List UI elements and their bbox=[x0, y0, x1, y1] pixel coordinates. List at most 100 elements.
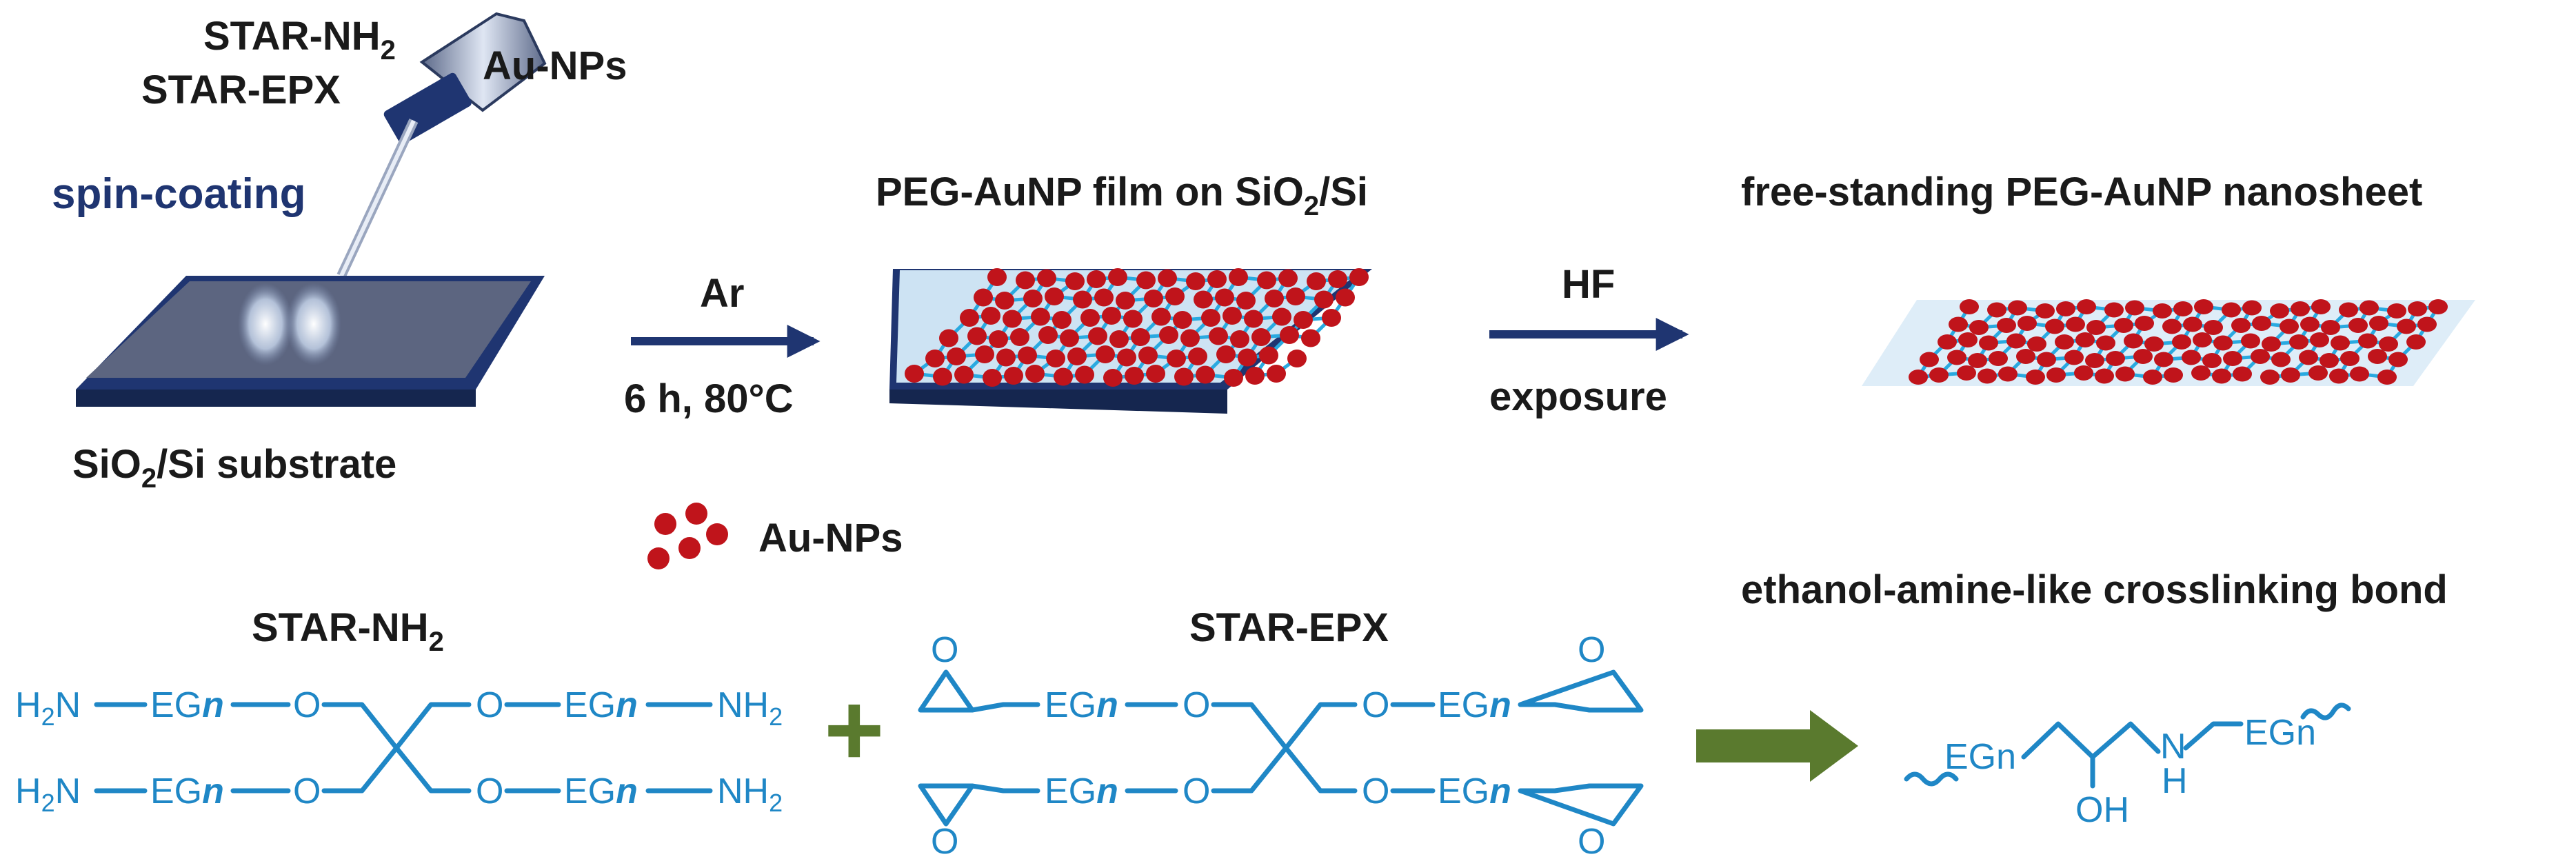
sheet-nanoparticle bbox=[2299, 350, 2318, 365]
star-epx-label: STAR-EPX bbox=[141, 68, 341, 112]
svg-text:H: H bbox=[2162, 761, 2188, 801]
sheet-nanoparticle bbox=[2388, 352, 2408, 367]
film-nanoparticle bbox=[1224, 369, 1243, 387]
svg-text:EGn: EGn bbox=[564, 771, 638, 811]
sheet-nanoparticle bbox=[2016, 349, 2035, 364]
film-nanoparticle bbox=[1286, 287, 1305, 305]
star-nh2-label: STAR-NH2 bbox=[203, 14, 396, 65]
sheet-nanoparticle bbox=[2213, 335, 2233, 351]
film-nanoparticle bbox=[995, 292, 1014, 310]
sheet-nanoparticle bbox=[2241, 333, 2260, 349]
svg-text:O: O bbox=[476, 685, 503, 725]
film-nanoparticle bbox=[1174, 367, 1194, 386]
sheet-nanoparticle bbox=[2027, 336, 2046, 352]
sheet-nanoparticle bbox=[2046, 367, 2066, 383]
svg-text:O: O bbox=[293, 685, 321, 725]
svg-text:O: O bbox=[931, 630, 958, 670]
film-nanoparticle bbox=[1229, 268, 1248, 286]
svg-text:O: O bbox=[1183, 685, 1210, 725]
sheet-nanoparticle bbox=[2124, 333, 2143, 349]
sheet-nanoparticle bbox=[1978, 368, 1997, 384]
film-nanoparticle bbox=[1173, 311, 1192, 329]
sheet-nanoparticle bbox=[2397, 319, 2416, 334]
sheet-nanoparticle bbox=[2096, 335, 2115, 351]
sheet-nanoparticle bbox=[1998, 366, 2017, 382]
film-nanoparticle bbox=[1138, 346, 1158, 365]
film-nanoparticle bbox=[1094, 288, 1114, 307]
film-nanoparticle bbox=[1123, 310, 1143, 328]
film-nanoparticle bbox=[1060, 329, 1079, 347]
sheet-nanoparticle bbox=[2310, 332, 2329, 347]
film-nanoparticle bbox=[1031, 307, 1050, 326]
sheet-nanoparticle bbox=[1997, 318, 2016, 333]
film-nanoparticle bbox=[989, 330, 1008, 348]
film-nanoparticle bbox=[1125, 367, 1144, 385]
film-label: PEG-AuNP film on SiO2/Si bbox=[876, 170, 1368, 221]
sheet-nanoparticle bbox=[2242, 300, 2262, 316]
film-nanoparticle bbox=[1238, 348, 1257, 367]
sheet-nanoparticle bbox=[2348, 318, 2368, 333]
film-nanoparticle bbox=[954, 365, 974, 384]
film-nanoparticle bbox=[1215, 288, 1234, 307]
nanosheet-label: free-standing PEG-AuNP nanosheet bbox=[1741, 170, 2422, 214]
spin-coating-label: spin-coating bbox=[52, 170, 306, 218]
sheet-nanoparticle bbox=[2086, 320, 2106, 335]
svg-text:NH2: NH2 bbox=[717, 771, 783, 817]
svg-text:O: O bbox=[293, 771, 321, 811]
sheet-nanoparticle bbox=[2251, 349, 2270, 364]
sheet-nanoparticle bbox=[2340, 351, 2359, 366]
film-nanoparticle bbox=[1272, 307, 1291, 326]
sheet-nanoparticle bbox=[2350, 366, 2369, 382]
svg-text:H2N: H2N bbox=[15, 771, 81, 817]
sheet-nanoparticle bbox=[2153, 303, 2172, 319]
sheet-nanoparticle bbox=[2311, 299, 2331, 314]
sheet-nanoparticle bbox=[2026, 370, 2045, 385]
peg-aunp-film-icon bbox=[889, 268, 1372, 414]
film-nanoparticle bbox=[1088, 327, 1107, 345]
substrate-icon bbox=[76, 276, 545, 407]
sheet-nanoparticle bbox=[2144, 336, 2164, 352]
legend-label: Au-NPs bbox=[758, 516, 903, 560]
film-nanoparticle bbox=[974, 288, 993, 307]
film-nanoparticle bbox=[1222, 307, 1242, 325]
film-nanoparticle bbox=[1037, 269, 1056, 287]
sheet-nanoparticle bbox=[2223, 351, 2242, 366]
film-nanoparticle bbox=[1103, 369, 1123, 387]
svg-text:EGn: EGn bbox=[564, 685, 638, 725]
film-nanoparticle bbox=[981, 307, 1000, 325]
sheet-nanoparticle bbox=[2369, 316, 2388, 331]
sheet-nanoparticle bbox=[2406, 334, 2426, 350]
sheet-nanoparticle bbox=[1947, 350, 1966, 365]
sheet-nanoparticle bbox=[2154, 352, 2173, 367]
sheet-nanoparticle bbox=[2387, 303, 2406, 319]
svg-text:EGn: EGn bbox=[2244, 713, 2316, 753]
sheet-nanoparticle bbox=[2262, 336, 2281, 352]
film-nanoparticle bbox=[933, 367, 952, 386]
film-nanoparticle bbox=[1073, 290, 1092, 309]
film-nanoparticle bbox=[1109, 330, 1129, 348]
svg-text:EGn: EGn bbox=[1438, 685, 1511, 725]
star-epx-title: STAR-EPX bbox=[1189, 605, 1389, 650]
sheet-nanoparticle bbox=[2417, 316, 2437, 332]
film-nanoparticle bbox=[1102, 307, 1121, 325]
sheet-nanoparticle bbox=[2104, 302, 2124, 318]
sheet-nanoparticle bbox=[2055, 334, 2074, 350]
sheet-nanoparticle bbox=[1949, 316, 1968, 332]
sheet-nanoparticle bbox=[1979, 335, 1998, 351]
film-nanoparticle bbox=[1116, 292, 1135, 310]
sheet-nanoparticle bbox=[2056, 301, 2075, 316]
film-nanoparticle bbox=[1080, 309, 1100, 327]
film-nanoparticle bbox=[975, 345, 994, 363]
sheet-nanoparticle bbox=[2164, 367, 2183, 383]
sheet-nanoparticle bbox=[2308, 365, 2328, 381]
sheet-nanoparticle bbox=[2162, 319, 2182, 334]
sheet-nanoparticle bbox=[1909, 370, 1928, 385]
film-nanoparticle bbox=[925, 350, 945, 367]
svg-text:EGn: EGn bbox=[1438, 771, 1511, 811]
product-title: ethanol-amine-like crosslinking bond bbox=[1741, 567, 2448, 612]
film-nanoparticle bbox=[947, 347, 966, 365]
sheet-nanoparticle bbox=[2193, 332, 2212, 347]
film-nanoparticle bbox=[1244, 310, 1263, 328]
film-nanoparticle bbox=[1201, 309, 1220, 327]
